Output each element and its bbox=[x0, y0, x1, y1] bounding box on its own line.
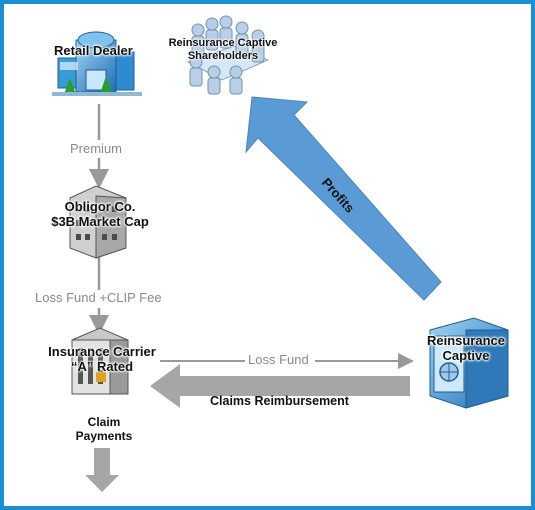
loss-fund-clip-label: Loss Fund +CLIP Fee bbox=[33, 290, 164, 306]
meeting-people-icon bbox=[186, 15, 270, 95]
claim-payments-line2: Payments bbox=[75, 428, 133, 443]
obligor-label: Obligor Co. $3B Market Cap bbox=[42, 199, 158, 230]
shareholders-label: Reinsurance Captive Shareholders bbox=[168, 37, 278, 62]
carrier-rating: “A” Rated bbox=[70, 358, 134, 374]
bank-building-icon bbox=[71, 327, 129, 395]
retail-dealer-label: Retail Dealer bbox=[54, 43, 133, 58]
building-icon bbox=[52, 31, 142, 96]
obligor-name: Obligor Co. bbox=[64, 199, 136, 214]
claim-payments-line1: Claim bbox=[87, 415, 121, 429]
office-building-icon bbox=[69, 185, 127, 259]
claim-payments-label: Claim Payments bbox=[62, 415, 146, 444]
claims-reimbursement-arrow bbox=[150, 364, 410, 408]
claims-reimbursement-label: Claims Reimbursement bbox=[210, 394, 349, 408]
carrier-name: Insurance Carrier bbox=[48, 344, 156, 359]
safe-vault-icon bbox=[429, 317, 509, 409]
profits-arrow bbox=[245, 96, 442, 301]
captive-line2: Captive bbox=[442, 347, 490, 363]
carrier-label: Insurance Carrier “A” Rated bbox=[40, 344, 164, 375]
captive-line1: Reinsurance bbox=[426, 333, 506, 348]
premium-label: Premium bbox=[68, 141, 125, 157]
claim-payments-arrow bbox=[85, 448, 119, 492]
loss-fund-label: Loss Fund bbox=[246, 352, 311, 368]
obligor-market-cap: $3B Market Cap bbox=[51, 213, 149, 229]
captive-label: Reinsurance Captive bbox=[418, 333, 514, 364]
